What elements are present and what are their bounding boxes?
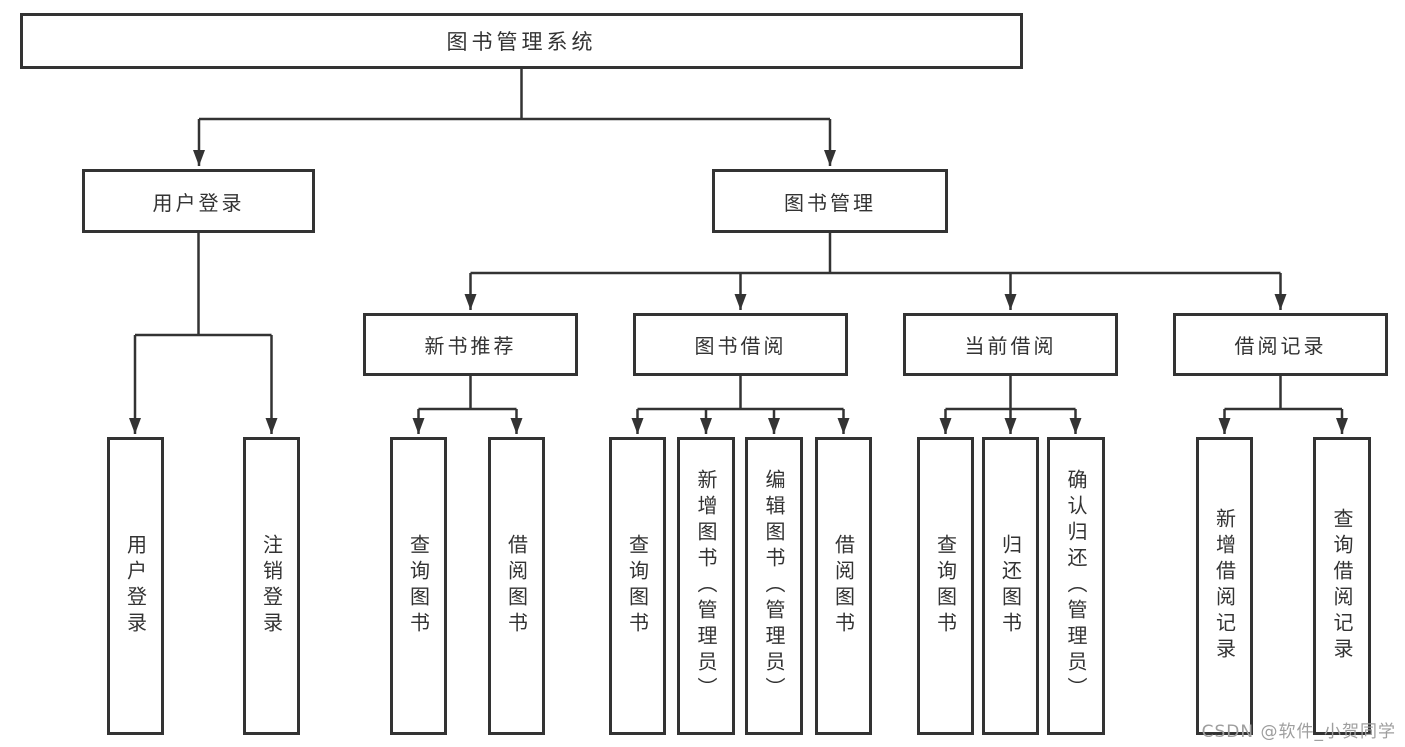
leaf-label: 注销登录 — [259, 534, 284, 638]
node-current-borrow: 当前借阅 — [903, 313, 1118, 376]
node-label: 图书借阅 — [694, 334, 787, 358]
csdn-watermark: CSDN @软件_小贺同学 — [1201, 722, 1396, 742]
leaf-query-books-1: 查询图书 — [390, 437, 447, 735]
node-label: 用户登录 — [152, 190, 245, 215]
leaf-label: 查询图书 — [933, 534, 958, 638]
leaf-logout: 注销登录 — [243, 437, 300, 735]
node-new-book-recommend: 新书推荐 — [363, 313, 578, 376]
leaf-query-borrow-record: 查询借阅记录 — [1313, 437, 1371, 735]
node-borrow-records: 借阅记录 — [1173, 313, 1388, 376]
node-label: 图书管理 — [784, 190, 876, 215]
leaf-label: 新增图书（管理员） — [694, 469, 718, 703]
leaf-return-books: 归还图书 — [982, 437, 1039, 735]
leaf-query-books-2: 查询图书 — [609, 437, 666, 735]
leaf-label: 借阅图书 — [831, 534, 856, 638]
leaf-label: 归还图书 — [998, 534, 1023, 638]
node-root-system: 图书管理系统 — [20, 13, 1023, 69]
leaf-label: 新增借阅记录 — [1212, 508, 1237, 664]
leaf-edit-books-admin: 编辑图书（管理员） — [745, 437, 803, 735]
leaf-label: 借阅图书 — [504, 534, 529, 638]
leaf-query-books-3: 查询图书 — [917, 437, 974, 735]
node-book-borrow: 图书借阅 — [633, 313, 848, 376]
leaf-label: 确认归还（管理员） — [1064, 469, 1088, 703]
leaf-user-login: 用户登录 — [107, 437, 164, 735]
node-label: 借阅记录 — [1234, 334, 1327, 358]
leaf-add-books-admin: 新增图书（管理员） — [677, 437, 735, 735]
node-user-login: 用户登录 — [82, 169, 315, 233]
leaf-add-borrow-record: 新增借阅记录 — [1196, 437, 1253, 735]
leaf-borrow-books-1: 借阅图书 — [488, 437, 545, 735]
node-book-management: 图书管理 — [712, 169, 948, 233]
leaf-label: 用户登录 — [123, 534, 148, 638]
node-label: 图书管理系统 — [446, 30, 597, 54]
leaf-label: 查询图书 — [406, 534, 431, 638]
leaf-label: 查询借阅记录 — [1330, 508, 1354, 664]
leaf-borrow-books-2: 借阅图书 — [815, 437, 872, 735]
node-label: 当前借阅 — [964, 334, 1057, 358]
node-label: 新书推荐 — [424, 334, 517, 358]
leaf-confirm-return-admin: 确认归还（管理员） — [1047, 437, 1105, 735]
leaf-label: 查询图书 — [625, 534, 650, 638]
leaf-label: 编辑图书（管理员） — [762, 469, 786, 703]
